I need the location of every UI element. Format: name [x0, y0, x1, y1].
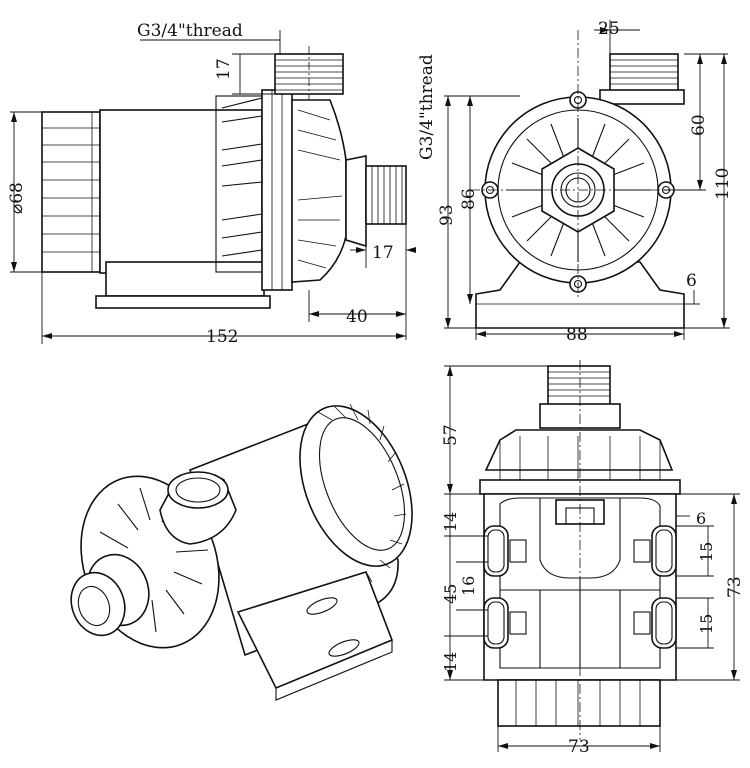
mount-slot-top-right [651, 525, 677, 577]
mount-base [95, 295, 271, 309]
front-height-body-label: 86 [459, 188, 479, 210]
side-overall-length-label: 152 [206, 327, 238, 347]
pump-flange [261, 89, 293, 291]
bottom-slot-gap-label: 16 [459, 576, 478, 596]
iso-end-cap [299, 405, 413, 567]
front-height-total-label: 93 [437, 204, 457, 226]
inlet-hex [345, 155, 367, 248]
front-outlet-thread [609, 53, 679, 95]
mount-foot [105, 261, 265, 297]
front-view: G3/4"thread 25 93 86 60 110 6 88 [417, 19, 733, 345]
bottom-base-depth-label: 73 [725, 576, 745, 598]
bottom-motor-cap [497, 679, 661, 727]
iso-outlet-thread [167, 471, 229, 509]
motor-body [99, 109, 263, 274]
mount-slot-top-left [483, 525, 509, 577]
mount-slot-bottom-left [483, 597, 509, 649]
mount-slot-bottom-right [651, 597, 677, 649]
side-diameter-label: ⌀68 [7, 182, 27, 214]
inlet-thread [365, 165, 407, 225]
bottom-slot-pitch-label: 45 [441, 584, 460, 604]
bottom-view: 57 14 45 16 14 6 15 15 73 73 [441, 360, 745, 757]
bottom-slot-top-label: 14 [441, 512, 460, 532]
side-thread-top-label: G3/4"thread [137, 21, 243, 41]
side-view: G3/4"thread 17 ⌀68 17 40 152 [7, 21, 416, 347]
side-outlet-offset-label: 40 [346, 307, 368, 327]
front-height-outlet-label: 60 [689, 114, 709, 136]
bottom-height-top-label: 57 [441, 424, 461, 446]
front-thread-label: G3/4"thread [417, 54, 437, 160]
front-height-overall-label: 110 [713, 168, 733, 200]
front-top-thread-width-label: 25 [598, 19, 620, 39]
volute-housing [291, 99, 347, 283]
front-foot-thickness-label: 6 [686, 271, 697, 291]
bottom-slot-bottom-label: 14 [441, 652, 460, 672]
bottom-fin-ring [484, 429, 674, 471]
bottom-slot-len-upper-label: 15 [697, 542, 716, 562]
front-base-width-label: 88 [566, 325, 588, 345]
motor-end-cap [41, 111, 101, 273]
bottom-slot-right-offset-label: 6 [696, 509, 706, 528]
front-foot [475, 261, 685, 329]
bottom-base-width-label: 73 [568, 737, 590, 757]
bottom-slot-len-lower-label: 15 [697, 614, 716, 634]
bottom-outlet-thread [547, 365, 611, 407]
isometric-view [70, 403, 413, 701]
side-inlet-thread-length-label: 17 [372, 243, 394, 263]
front-outlet-collar [599, 89, 685, 105]
side-thread-height-label: 17 [214, 58, 234, 80]
